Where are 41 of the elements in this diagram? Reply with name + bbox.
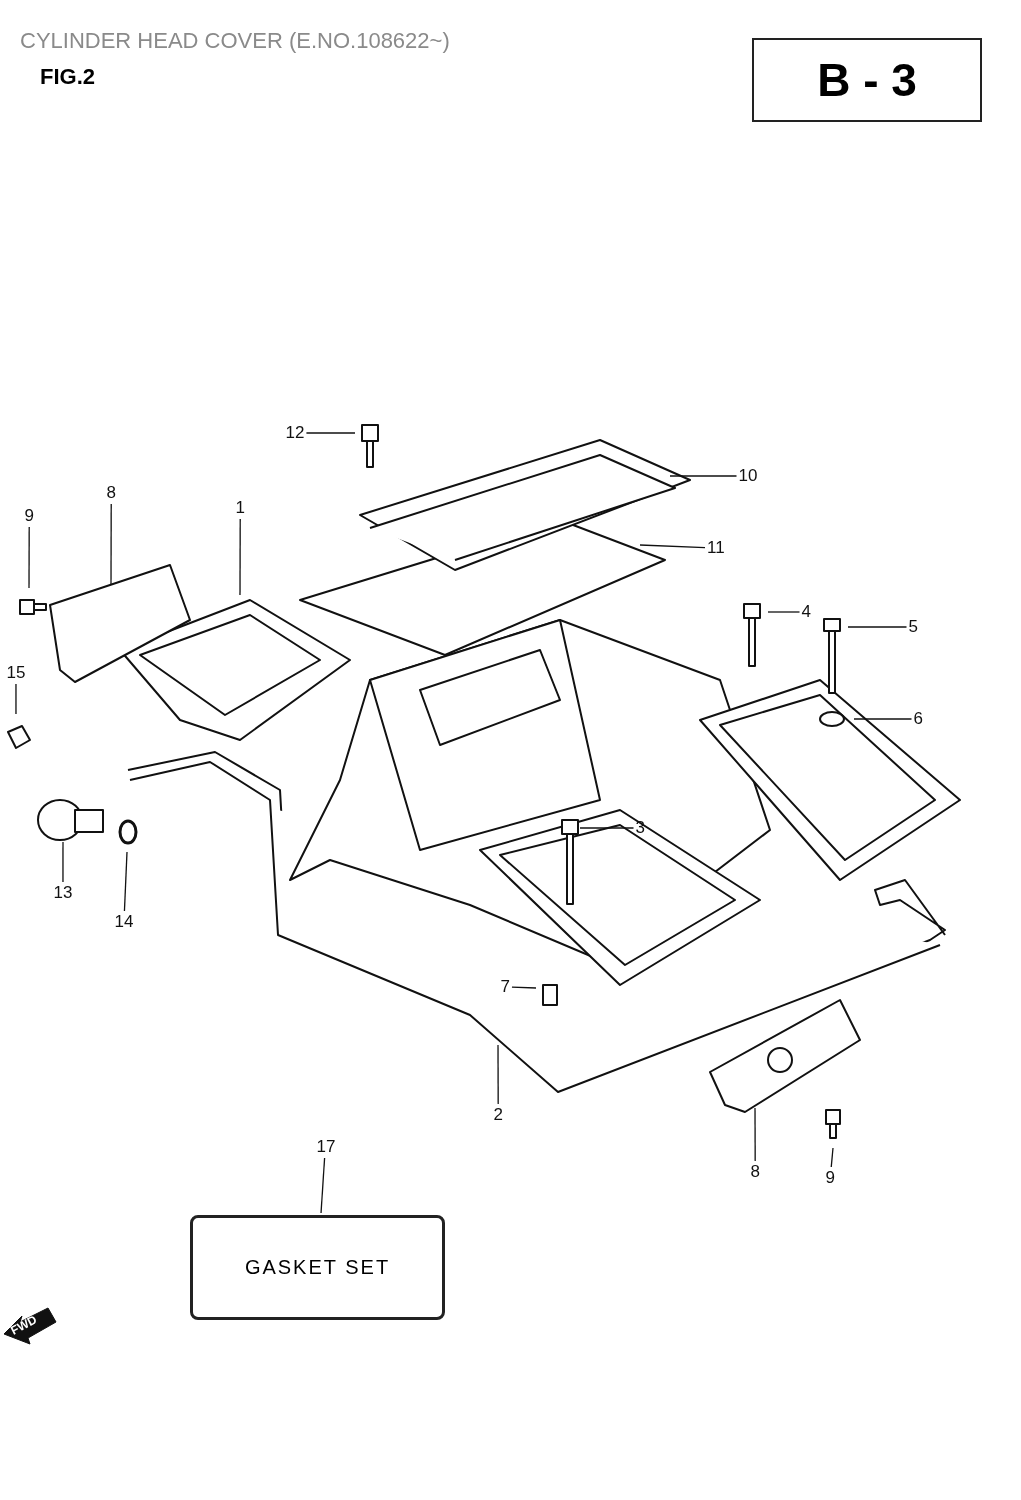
leader-line bbox=[305, 432, 356, 434]
leader-line bbox=[847, 626, 908, 628]
page-code: B - 3 bbox=[752, 38, 982, 122]
callout-number: 6 bbox=[913, 710, 923, 728]
callout-number: 15 bbox=[6, 664, 26, 682]
leader-line bbox=[28, 526, 30, 589]
leader-line bbox=[639, 544, 706, 549]
leader-line bbox=[15, 683, 17, 715]
callout-number: 17 bbox=[316, 1138, 336, 1156]
leader-line bbox=[830, 1147, 834, 1168]
leader-line bbox=[669, 475, 738, 477]
callout-number: 7 bbox=[500, 978, 510, 996]
callout-number: 14 bbox=[114, 913, 134, 931]
gasket-set-package bbox=[190, 1215, 445, 1320]
leader-line bbox=[767, 611, 801, 613]
title: CYLINDER HEAD COVER (E.NO.108622~) bbox=[20, 28, 450, 54]
leader-line bbox=[497, 1044, 499, 1105]
callout-number: 13 bbox=[53, 884, 73, 902]
leader-line bbox=[110, 503, 112, 586]
leader-line bbox=[320, 1157, 326, 1214]
leader-line bbox=[511, 986, 537, 989]
callout-number: 9 bbox=[24, 507, 34, 525]
figure-number: FIG.2 bbox=[40, 64, 95, 90]
package-label: GASKET SET bbox=[244, 1256, 391, 1279]
callout-number: 10 bbox=[738, 467, 758, 485]
leader-line bbox=[123, 851, 128, 912]
direction-label: FWD bbox=[8, 1312, 39, 1338]
leader-line bbox=[754, 1107, 756, 1162]
callout-number: 9 bbox=[825, 1169, 835, 1187]
callout-number: 11 bbox=[707, 539, 725, 557]
leader-line bbox=[579, 827, 635, 829]
callout-number: 2 bbox=[493, 1106, 503, 1124]
callout-number: 1 bbox=[235, 499, 245, 517]
callout-number: 8 bbox=[106, 484, 116, 502]
leader-line bbox=[239, 518, 241, 596]
callout-number: 4 bbox=[801, 603, 811, 621]
callout-number: 8 bbox=[750, 1163, 760, 1181]
leader-line bbox=[62, 841, 64, 883]
leader-line bbox=[853, 718, 913, 720]
callout-number: 12 bbox=[285, 424, 305, 442]
callout-number: 5 bbox=[908, 618, 918, 636]
